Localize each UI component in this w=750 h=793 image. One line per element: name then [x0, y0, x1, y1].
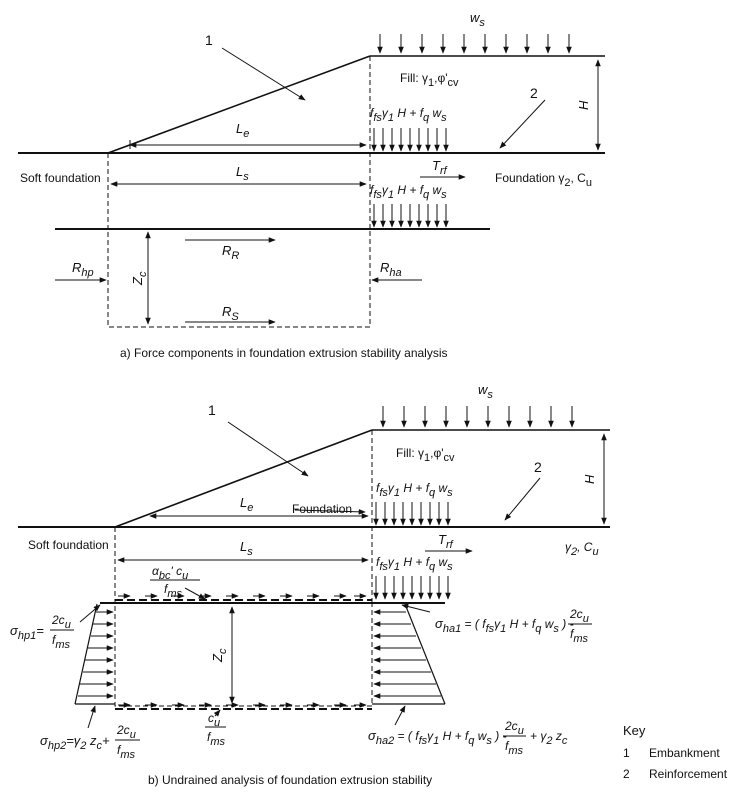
sigma-hp2-leader-b — [87, 705, 96, 729]
load-label-upper-b: ffsγ1 H + fq ws — [376, 481, 453, 499]
callout-1-a: 1 — [205, 32, 213, 48]
fill-label-b: Fill: γ1,φ'cv — [396, 446, 455, 464]
load-arrows-upper-a — [371, 128, 449, 152]
sigma-hp2-label-b: σhp2=γ2 zc+ — [40, 733, 110, 752]
load-arrows-upper-b — [373, 502, 451, 526]
alpha-numerator-b: αbc' cu — [152, 564, 188, 582]
cu-fms-leader-b — [213, 709, 221, 717]
sigma-ha1-label-b: σha1 = ( ffsγ1 H + fq ws ) - — [435, 616, 574, 635]
trf-label-a: Trf — [432, 158, 448, 177]
passive-pressure-diagram-b — [74, 603, 115, 705]
trf-label-b: Trf — [438, 532, 454, 551]
alpha-denominator-b: fms — [164, 582, 183, 600]
rhp-label-a: Rhp — [72, 260, 94, 279]
caption-b: b) Undrained analysis of foundation extr… — [148, 773, 432, 787]
panel-b: 1 2 ws Fill: γ1,φ'cv H Le Foundation Ls … — [10, 382, 610, 787]
callout-leader-2-b — [504, 477, 541, 521]
foundation-word-b: Foundation — [292, 502, 352, 516]
key-item-1-num: 1 — [623, 746, 630, 760]
active-pressure-diagram-b — [372, 603, 446, 705]
sigma-ha1-num-b: 2cu — [569, 607, 589, 625]
foundation-leader-b — [294, 509, 366, 515]
ws-label-b: ws — [478, 382, 493, 401]
sigma-ha1-den-b: fms — [570, 627, 589, 645]
key-title: Key — [623, 723, 646, 738]
sigma-ha2-tail-b: + γ2 zc — [530, 729, 568, 747]
callout-2-a: 2 — [530, 85, 538, 101]
key-legend: Key 1 Embankment 2 Reinforcement — [623, 723, 728, 781]
ls-label-a: Ls — [236, 164, 249, 183]
panel-a: 1 2 ws Fill: γ1,φ'cv H Le Ls ffsγ1 H + f… — [18, 10, 605, 360]
sigma-ha2-num-b: 2cu — [504, 719, 524, 737]
le-label-b: Le — [240, 495, 253, 514]
key-item-2-num: 2 — [623, 767, 630, 781]
callout-leader-1-b — [227, 421, 309, 477]
key-item-1-label: Embankment — [649, 746, 720, 760]
load-arrows-lower-a — [371, 204, 449, 228]
soft-foundation-label-a: Soft foundation — [20, 171, 101, 185]
sigma-ha2-leader-b — [394, 705, 406, 726]
sigma-hp2-den-b: fms — [117, 743, 136, 761]
sigma-ha2-label-b: σha2 = ( ffsγ1 H + fq ws ) - — [368, 728, 507, 747]
sigma-ha2-den-b: fms — [505, 739, 524, 757]
embankment-slope-a — [107, 55, 371, 154]
load-label-upper-a: ffsγ1 H + fq ws — [370, 106, 447, 124]
callout-2-b: 2 — [534, 459, 542, 475]
gamma2-cu-label-b: γ2, Cu — [565, 540, 599, 558]
callout-1-b: 1 — [208, 402, 216, 418]
embankment-slope-b — [114, 429, 373, 528]
sigma-ha1-leader-b — [401, 603, 431, 613]
cu-fms-den-b: fms — [207, 730, 226, 748]
sigma-hp2-num-b: 2cu — [116, 723, 136, 741]
surcharge-arrows-top-b — [380, 406, 575, 428]
soft-foundation-label-b: Soft foundation — [28, 538, 109, 552]
foundation-label-a: Foundation γ2, Cu — [495, 171, 592, 189]
surcharge-arrows-top-a — [377, 34, 572, 54]
callout-leader-2-a — [499, 99, 546, 149]
key-item-2-label: Reinforcement — [649, 767, 728, 781]
zc-label-b: Zc — [210, 648, 229, 663]
rs-label-a: RS — [222, 304, 239, 323]
load-label-lower-b: ffsγ1 H + fq ws — [376, 555, 453, 573]
ls-label-b: Ls — [240, 539, 253, 558]
load-arrows-lower-b — [373, 576, 451, 600]
rha-label-a: Rha — [380, 260, 402, 279]
sigma-hp1-num-b: 2cu — [51, 613, 71, 631]
extrusion-block-a — [107, 228, 371, 328]
h-label-b: H — [582, 474, 597, 484]
callout-leader-1-a — [221, 47, 306, 101]
h-label-a: H — [576, 100, 591, 110]
caption-a: a) Force components in foundation extrus… — [120, 346, 448, 360]
le-label-a: Le — [236, 121, 249, 140]
extrusion-block-b — [114, 602, 373, 707]
sigma-hp1-leader-b — [79, 604, 101, 623]
zc-label-a: Zc — [130, 271, 149, 286]
load-label-lower-a: ffsγ1 H + fq ws — [370, 183, 447, 201]
cu-fms-num-b: cu — [208, 711, 220, 729]
ws-label-a: ws — [470, 10, 485, 29]
alpha-leader-b — [184, 587, 206, 600]
sigma-hp1-den-b: fms — [52, 633, 71, 651]
sigma-hp1-label-b: σhp1= — [10, 623, 44, 642]
rr-label-a: RR — [222, 243, 239, 262]
fill-label-a: Fill: γ1,φ'cv — [400, 71, 459, 89]
